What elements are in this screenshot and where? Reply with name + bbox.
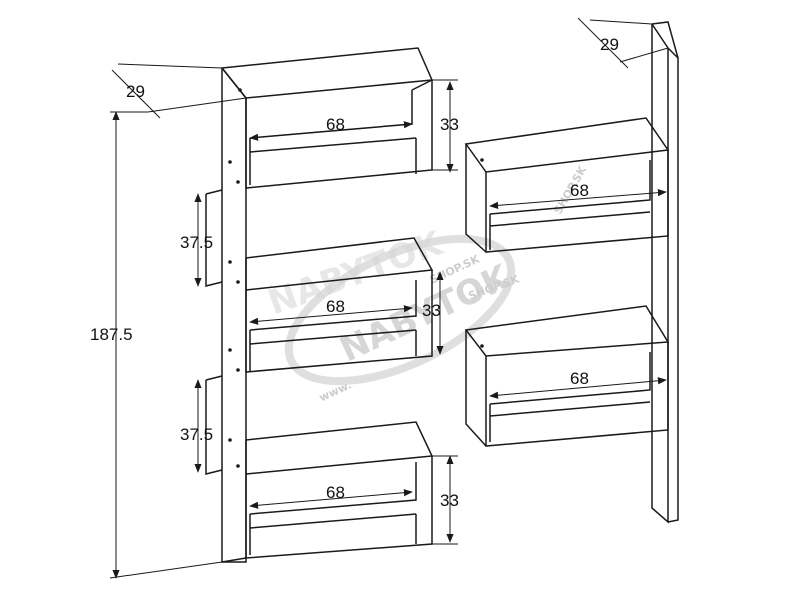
dim-middle-width: 68 [326,297,345,316]
dimension-lines [109,17,669,579]
dim-right-upper-width: 68 [570,181,589,200]
dim-gap-upper: 37.5 [180,233,213,252]
watermark: NABYTOK SHOP.SK www. NABYTOK SHOP.SK SHO… [263,164,589,405]
dim-bottom-width: 68 [326,483,345,502]
dim-top-width: 68 [326,115,345,134]
dim-bottom-height: 33 [440,491,459,510]
dim-top-height: 33 [440,115,459,134]
left-top-surface [220,47,434,99]
dim-right-lower-width: 68 [570,369,589,388]
dim-depth-right: 29 [600,35,619,54]
left-vertical-panel [221,68,247,563]
left-screw-holes [228,88,242,468]
dim-depth-left: 29 [126,82,145,101]
right-screw-holes [480,158,484,348]
dim-gap-lower: 37.5 [180,425,213,444]
dim-total-height: 187.5 [90,325,133,344]
dimension-labels: 29 29 187.5 68 33 37.5 68 33 37.5 68 33 … [90,35,619,510]
right-vertical-panel [651,24,679,524]
dim-middle-height: 33 [422,301,441,320]
